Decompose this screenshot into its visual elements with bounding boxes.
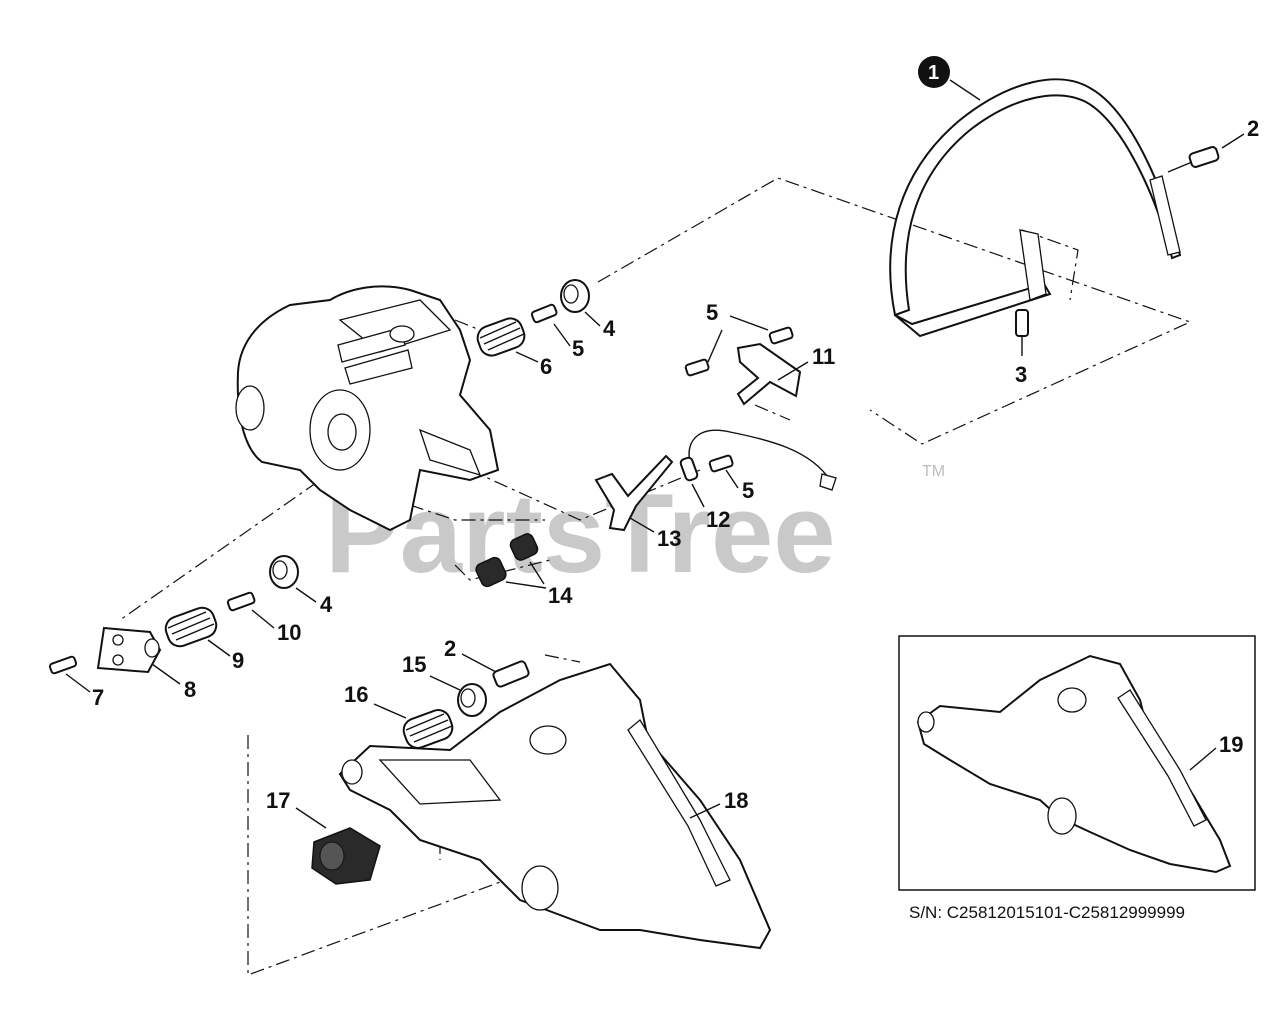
ignition-cable <box>679 429 837 491</box>
callout-3: 3 <box>1015 362 1027 387</box>
rubber-buffers <box>475 533 539 588</box>
chain-catcher-plate <box>594 454 674 532</box>
vibration-spring-handle <box>402 709 454 749</box>
callout-8: 8 <box>184 677 196 702</box>
bolt-lower-right <box>708 454 734 473</box>
bolt-lower <box>226 591 256 612</box>
callout-16: 16 <box>344 682 368 707</box>
rubber-bushing-lower <box>269 555 299 589</box>
bolt-bracket-left <box>684 329 723 377</box>
handle-bolt <box>1167 146 1220 173</box>
rear-handle-housing-alt <box>916 654 1232 874</box>
callout-5-bracket: 5 <box>706 300 718 325</box>
callout-7: 7 <box>92 685 104 710</box>
vibration-spring-upper <box>476 317 526 357</box>
bolt-handle-lower <box>492 660 530 688</box>
rubber-bushing-handle <box>457 683 487 717</box>
bolt-bracket-top <box>729 315 794 345</box>
trademark-symbol: TM <box>922 463 945 480</box>
inset-frame <box>898 635 1256 891</box>
vibration-spring-lower <box>164 606 218 648</box>
callout-13: 13 <box>657 526 681 551</box>
callout-1-badge <box>918 56 950 88</box>
callout-2-handle: 2 <box>1247 116 1259 141</box>
callout-11: 11 <box>812 344 835 369</box>
callout-9: 9 <box>232 648 244 673</box>
callout-15: 15 <box>402 652 426 677</box>
callout-6: 6 <box>540 354 552 379</box>
callout-17: 17 <box>266 788 290 813</box>
callout-1: 1 <box>928 62 939 84</box>
callout-4-upper: 4 <box>603 316 616 341</box>
bolt-upper <box>530 303 558 324</box>
screw-small <box>48 655 78 675</box>
engine-crankcase <box>235 285 500 532</box>
callout-2-lower: 2 <box>444 636 456 661</box>
callout-19: 19 <box>1219 732 1243 757</box>
callout-18: 18 <box>724 788 748 813</box>
rear-handle-housing <box>338 662 772 950</box>
front-handle-bar <box>889 78 1182 338</box>
handle-screw <box>1015 309 1029 356</box>
callout-4-lower: 4 <box>320 592 333 617</box>
mounting-plate <box>96 626 162 674</box>
intake-boot <box>311 827 381 885</box>
callout-14: 14 <box>548 583 573 608</box>
callout-5-lower: 5 <box>742 478 754 503</box>
serial-number-range: S/N: C25812015101-C25812999999 <box>909 903 1185 922</box>
callout-5-upper: 5 <box>572 336 584 361</box>
rubber-bushing-upper <box>560 279 590 313</box>
mounting-bracket <box>736 342 802 406</box>
callout-10: 10 <box>277 620 301 645</box>
callout-12: 12 <box>706 507 730 532</box>
